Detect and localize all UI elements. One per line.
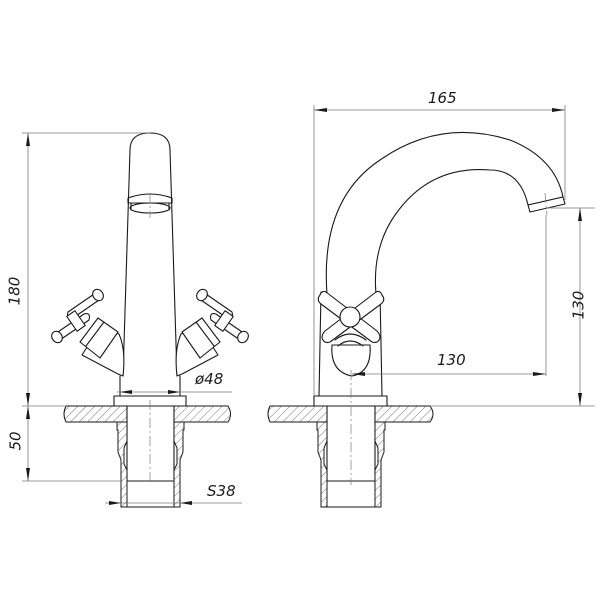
dim-spout-height: 130: [569, 290, 588, 320]
side-view: [267, 131, 566, 508]
countertop-section: [63, 405, 128, 423]
mounting-nut-section: [116, 400, 185, 508]
faucet-body: [122, 132, 178, 377]
dim-base-diameter: ø48: [195, 370, 224, 388]
dim-front-height: 180: [5, 276, 24, 306]
spout: [325, 131, 564, 295]
left-cross-handle[interactable]: [49, 287, 105, 345]
side-mounting-nut-section: [316, 370, 386, 508]
dim-nut-size: S38: [207, 482, 236, 500]
dim-mount-depth: 50: [6, 431, 25, 451]
side-base-flange: [313, 395, 388, 407]
side-cross-handle[interactable]: [317, 290, 385, 344]
side-aerator: [527, 196, 566, 213]
dim-spout-reach: 130: [437, 351, 466, 369]
front-view: [49, 132, 250, 508]
dimension-lines: [22, 105, 595, 505]
right-cross-handle[interactable]: [194, 287, 250, 345]
dim-overall-width: 165: [428, 89, 457, 107]
